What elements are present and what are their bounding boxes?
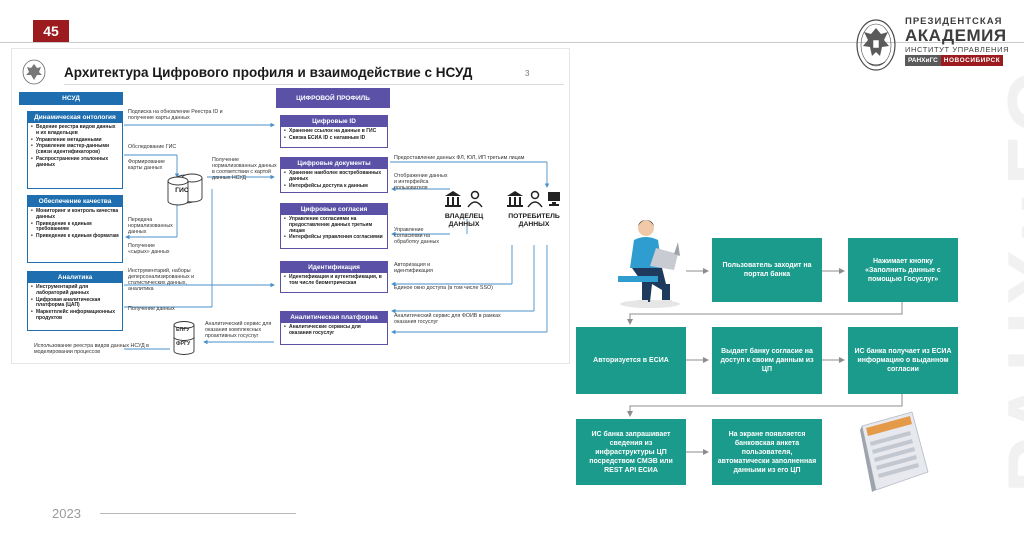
label-subscription: Подписка на обновление Реестра ID и полу… — [128, 109, 238, 121]
quality-title: Обеспечение качества — [28, 196, 122, 207]
analytics-panel: Аналитика Инструментарий для лабораторий… — [27, 271, 123, 331]
list-item: Ведение реестра видов данных и их владел… — [31, 125, 119, 137]
label-normalized-transfer: Передача нормализованных данных — [128, 217, 176, 235]
academy-logo: ПРЕЗИДЕНТСКАЯ АКАДЕМИЯ ИНСТИТУТ УПРАВЛЕН… — [851, 14, 1001, 76]
slide-year: 2023 — [52, 506, 81, 521]
label-foiv-service: Аналитический сервис для ФОИВ в рамках о… — [394, 313, 518, 325]
list-item: Хранение наиболее востребованных данных — [284, 171, 384, 183]
platform-panel: Аналитическая платформа Аналитические се… — [280, 311, 388, 345]
ontology-panel: Динамическая онтология Ведение реестра в… — [27, 111, 123, 189]
list-item: Управление согласиями на предоставление … — [284, 217, 384, 234]
bottom-divider — [100, 513, 296, 514]
logo-bar-left: РАНХиГС — [905, 55, 941, 66]
identification-title: Идентификация — [281, 262, 387, 273]
profile-header: ЦИФРОВОЙ ПРОФИЛЬ — [276, 88, 390, 108]
label-map-forming: Формирование карты данных — [128, 159, 174, 171]
label-gis-survey: Обследование ГИС — [128, 144, 188, 150]
list-item: Приведение к единым форматам — [31, 234, 119, 240]
building-icon — [507, 191, 523, 207]
person-icon — [468, 192, 482, 208]
bank-form-screen-icon — [858, 410, 932, 496]
label-tools: Инструментарий, наборы деперсонализирова… — [128, 268, 208, 292]
flow-step-2: Нажимает кнопку «Заполнить данные с помо… — [848, 238, 958, 302]
epgu-label: ЕПГУ — [176, 327, 190, 333]
list-item: Связка ЕСИА ID с натавным ID — [284, 136, 384, 142]
nsud-header: НСУД — [19, 92, 123, 105]
owner-icons — [444, 189, 486, 209]
label-provide-data: Предоставление данных ФЛ, ЮЛ, ИП третьим… — [394, 155, 544, 161]
list-item: Распространение эталонных данных — [31, 157, 119, 169]
identification-panel: Идентификация Идентификация и аутентифик… — [280, 261, 388, 293]
ids-panel: Цифровые ID Хранение ссылок на данные в … — [280, 115, 388, 148]
list-item: Цифровая аналитическая платформа (ЦАП) — [31, 298, 119, 310]
label-auth: Авторизация и идентификация — [394, 262, 454, 274]
list-item: Идентификация и аутентификация, в том чи… — [284, 275, 384, 287]
label-registry-use: Использование реестра видов данных НСУД … — [34, 343, 154, 355]
label-data-receive: Получение данных — [128, 306, 175, 312]
logo-bar-right: НОВОСИБИРСК — [941, 55, 1003, 66]
flow-step-4: Выдает банку согласие на доступ к своим … — [712, 327, 822, 394]
frgu-label: ФРГУ — [176, 341, 190, 347]
consumer-icons — [506, 189, 564, 209]
analytics-title: Аналитика — [28, 272, 122, 283]
label-analytics-service: Аналитический сервис для оказания компле… — [205, 321, 281, 339]
computer-icon — [548, 192, 560, 206]
ids-title: Цифровые ID — [281, 116, 387, 127]
list-item: Приведение к единым требованиям — [31, 222, 119, 234]
platform-title: Аналитическая платформа — [281, 312, 387, 323]
logo-line2: АКАДЕМИЯ — [905, 26, 1007, 46]
logo-bar: РАНХиГС НОВОСИБИРСК — [905, 55, 1003, 66]
list-item: Аналитические сервисы для оказания госус… — [284, 325, 384, 337]
consumer-label: ПОТРЕБИТЕЛЬ ДАННЫХ — [502, 213, 566, 229]
flow-step-1: Пользователь заходит на портал банка — [712, 238, 822, 302]
flow-diagram: Пользователь заходит на портал банка Наж… — [576, 200, 946, 500]
label-single-window: Единое окно доступа (в том числе SSO) — [394, 285, 524, 291]
list-item: Управление мастер-данными (связи идентиф… — [31, 144, 119, 156]
list-item: Мониторинг и контроль качества данных — [31, 209, 119, 221]
flow-step-5: ИС банка получает из ЕСИА информацию о в… — [848, 327, 958, 394]
logo-line3: ИНСТИТУТ УПРАВЛЕНИЯ — [905, 45, 1009, 54]
flow-step-3: Авторизуется в ЕСИА — [576, 327, 686, 394]
gis-label: ГИС — [172, 187, 192, 195]
label-raw-receive: Получение «сырых» данных — [128, 243, 178, 255]
architecture-diagram: Архитектура Цифрового профиля и взаимоде… — [11, 48, 570, 364]
docs-panel: Цифровые документы Хранение наиболее вос… — [280, 157, 388, 193]
building-icon — [445, 191, 461, 207]
list-item: Маркетплейс информационных продуктов — [31, 310, 119, 322]
list-item: Интерфейсы управления согласиями — [284, 235, 384, 241]
ontology-title: Динамическая онтология — [28, 112, 122, 123]
list-item: Хранение ссылок на данные в ГИС — [284, 129, 384, 135]
flow-step-7: На экране появляется банковская анкета п… — [712, 419, 822, 485]
list-item: Инструментарий для лабораторий данных — [31, 285, 119, 297]
label-normalized-receive: Получение нормализованных данных в соотв… — [212, 157, 278, 181]
label-consent-mgmt: Управление согласиями на обработку данны… — [394, 227, 448, 245]
consents-panel: Цифровые согласия Управление согласиями … — [280, 203, 388, 249]
list-item: Интерфейсы доступа к данным — [284, 184, 384, 190]
eagle-emblem-icon — [855, 18, 897, 72]
slide-number: 45 — [33, 20, 69, 42]
flow-step-6: ИС банка запрашивает сведения из инфраст… — [576, 419, 686, 485]
consents-title: Цифровые согласия — [281, 204, 387, 215]
label-display-data: Отображение данных и интерфейса пользова… — [394, 173, 448, 191]
quality-panel: Обеспечение качества Мониторинг и контро… — [27, 195, 123, 263]
docs-title: Цифровые документы — [281, 158, 387, 169]
person-icon — [528, 192, 542, 208]
